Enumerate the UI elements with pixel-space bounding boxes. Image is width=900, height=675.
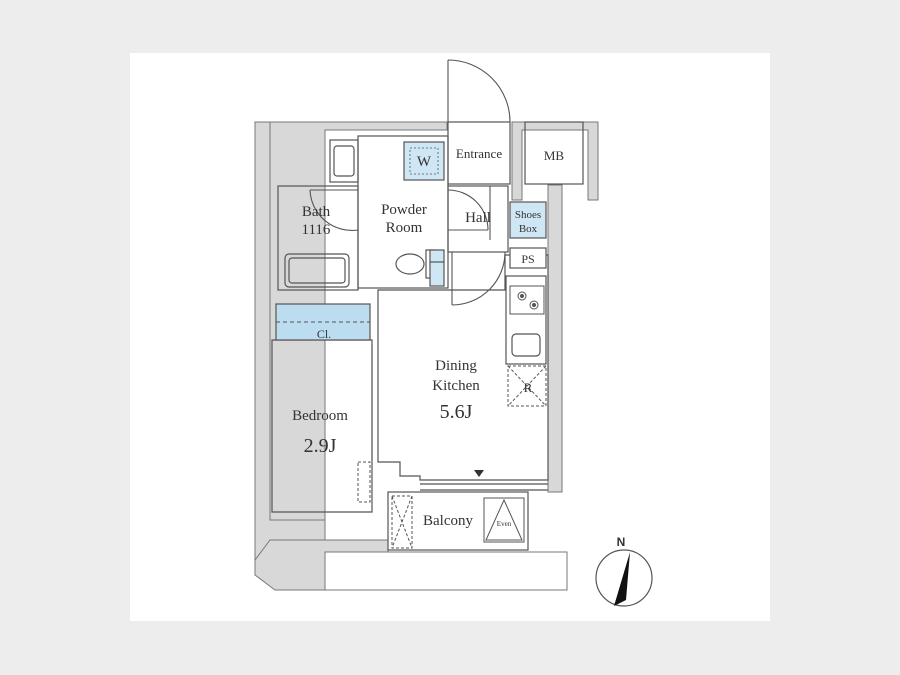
doors [309, 59, 511, 460]
mb-box [524, 121, 584, 185]
bedroom-size-label: 2.9J [304, 435, 337, 457]
left-inner-wall [254, 121, 326, 562]
ps-box [509, 247, 547, 269]
mb-wall [511, 121, 599, 201]
closet [275, 303, 371, 341]
toilet [395, 249, 445, 287]
entrance-label: Entrance [456, 146, 502, 161]
floor-plan-sheet [130, 53, 770, 621]
wash-label: W [417, 154, 432, 170]
evacuation-hatch [483, 497, 525, 543]
fridge [507, 365, 547, 407]
bathtub [284, 253, 350, 288]
labels: Entrance MB W Bath 1116 Powder Room Hall… [292, 146, 564, 529]
kitchen-counter [505, 275, 547, 365]
closet-label: Cl. [317, 327, 331, 341]
entry-arrow-icon [474, 470, 484, 477]
dk-door [451, 251, 506, 306]
dining-label-2: Kitchen [432, 378, 480, 394]
compass-north-label: N [617, 535, 626, 549]
bedroom-label: Bedroom [292, 408, 348, 424]
entrance-area [447, 121, 511, 185]
dining-kitchen-room [377, 254, 549, 481]
vanity-sink [333, 145, 355, 177]
hall-area [447, 185, 509, 253]
compass-ring [595, 549, 653, 607]
balcony-window [420, 483, 548, 491]
balcony-floor-strip [324, 551, 568, 591]
shoes-label-2: Box [519, 223, 538, 235]
bath-size-label: 1116 [302, 222, 331, 238]
shoes-label-1: Shoes [515, 209, 541, 221]
dining-size-label: 5.6J [440, 401, 473, 423]
balcony-label: Balcony [423, 513, 473, 529]
hall-door [447, 189, 489, 231]
bath-door [309, 189, 359, 231]
hall-label: Hall [465, 210, 491, 226]
north-arrow-icon [614, 552, 630, 606]
mb-label: MB [544, 148, 565, 163]
powder-label-1: Powder [381, 202, 427, 218]
kitchen-sink [511, 333, 541, 357]
compass: N [595, 535, 653, 607]
even-label: Even [497, 520, 512, 528]
dining-label-1: Dining [435, 358, 477, 374]
bath-label: Bath [302, 204, 331, 220]
ps-label: PS [521, 252, 534, 266]
entrance-door [447, 59, 511, 123]
washer [403, 141, 445, 181]
shoes-box [509, 201, 547, 239]
walls [254, 121, 599, 591]
room-outlines [271, 121, 584, 551]
right-wall [547, 184, 563, 493]
stove [509, 285, 545, 315]
fridge-label: R [524, 380, 533, 395]
powder-label-2: Room [386, 220, 423, 236]
bedroom-ac-box [357, 461, 371, 503]
balcony-area [387, 491, 529, 551]
balcony-ac-box [391, 495, 413, 549]
